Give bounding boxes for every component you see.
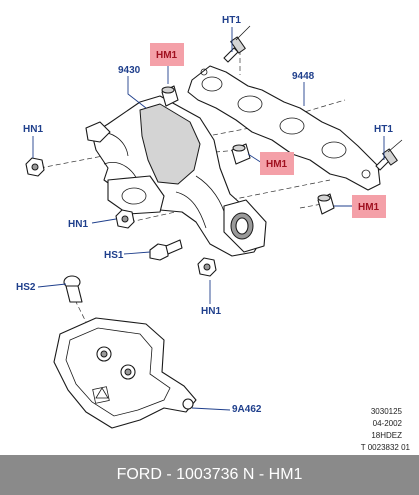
reference-line-3: 18HDEZ — [371, 431, 402, 440]
callout-hm1-mid[interactable]: HM1 — [266, 159, 288, 170]
highlight-hm1-top — [150, 43, 184, 66]
stud-hm1-mid[interactable] — [231, 143, 251, 165]
callout-hs1[interactable]: HS1 — [104, 250, 124, 261]
gasket-9448[interactable] — [187, 65, 381, 191]
reference-line-4: T 0023832 01 — [361, 443, 411, 452]
exhaust-manifold[interactable] — [85, 95, 267, 257]
highlight-hm1-right — [352, 195, 386, 218]
nut-hn1-mid[interactable] — [115, 209, 135, 229]
callout-ht1-right[interactable]: HT1 — [374, 124, 393, 135]
callout-hn1-left[interactable]: HN1 — [23, 124, 43, 135]
reference-line-2: 04-2002 — [373, 419, 403, 428]
hazard-icon — [95, 387, 109, 399]
callout-hn1-mid[interactable]: HN1 — [68, 219, 88, 230]
bolt-hs2[interactable] — [63, 275, 83, 303]
callout-hn1-bottom[interactable]: HN1 — [201, 306, 221, 317]
footer-text: FORD - 1003736 N - HM1 — [116, 466, 303, 483]
stud-ht1-top[interactable] — [223, 25, 251, 63]
callout-hm1-right[interactable]: HM1 — [358, 202, 380, 213]
callout-hm1-top[interactable]: HM1 — [156, 50, 178, 61]
stud-ht1-right[interactable] — [375, 139, 403, 171]
bolt-hs1[interactable] — [149, 239, 183, 261]
nut-hn1-left[interactable] — [25, 157, 45, 177]
heat-shield-9a462[interactable] — [53, 317, 197, 429]
highlight-hm1-mid — [260, 152, 294, 175]
exhaust-manifold-diagram: HT1 HM1 9430 9448 HT1 HN1 HM1 HM1 HN1 HS… — [16, 15, 411, 452]
reference-line-1: 3030125 — [371, 407, 403, 416]
leader-lines — [32, 27, 385, 411]
callout-9a462[interactable]: 9A462 — [232, 404, 262, 415]
callout-ht1-top[interactable]: HT1 — [222, 15, 241, 26]
callout-9448[interactable]: 9448 — [292, 71, 315, 82]
stud-hm1-right[interactable] — [317, 193, 335, 215]
stud-hm1-top[interactable] — [161, 85, 179, 107]
callout-9430[interactable]: 9430 — [118, 65, 141, 76]
callout-hs2[interactable]: HS2 — [16, 282, 36, 293]
footer-bar: FORD - 1003736 N - HM1 — [0, 455, 419, 495]
nut-hn1-bottom[interactable] — [197, 257, 217, 277]
